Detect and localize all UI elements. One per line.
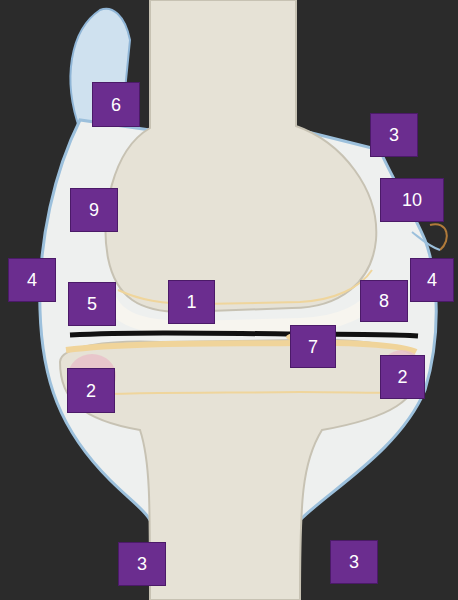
callout-number: 7 — [290, 325, 336, 368]
callout-number: 9 — [70, 188, 118, 232]
callout-number: 2 — [380, 355, 425, 399]
callout-number: 3 — [370, 113, 418, 157]
callout-number: 4 — [410, 258, 454, 302]
callout-number: 6 — [92, 82, 140, 127]
callout-number: 1 — [168, 280, 215, 324]
callout-number: 4 — [8, 258, 56, 302]
callout-number: 3 — [330, 540, 378, 584]
callout-number: 2 — [67, 368, 115, 413]
callout-number: 3 — [118, 542, 166, 586]
callout-number: 10 — [380, 178, 444, 222]
callout-number: 8 — [360, 280, 408, 322]
callout-number: 5 — [68, 282, 116, 326]
